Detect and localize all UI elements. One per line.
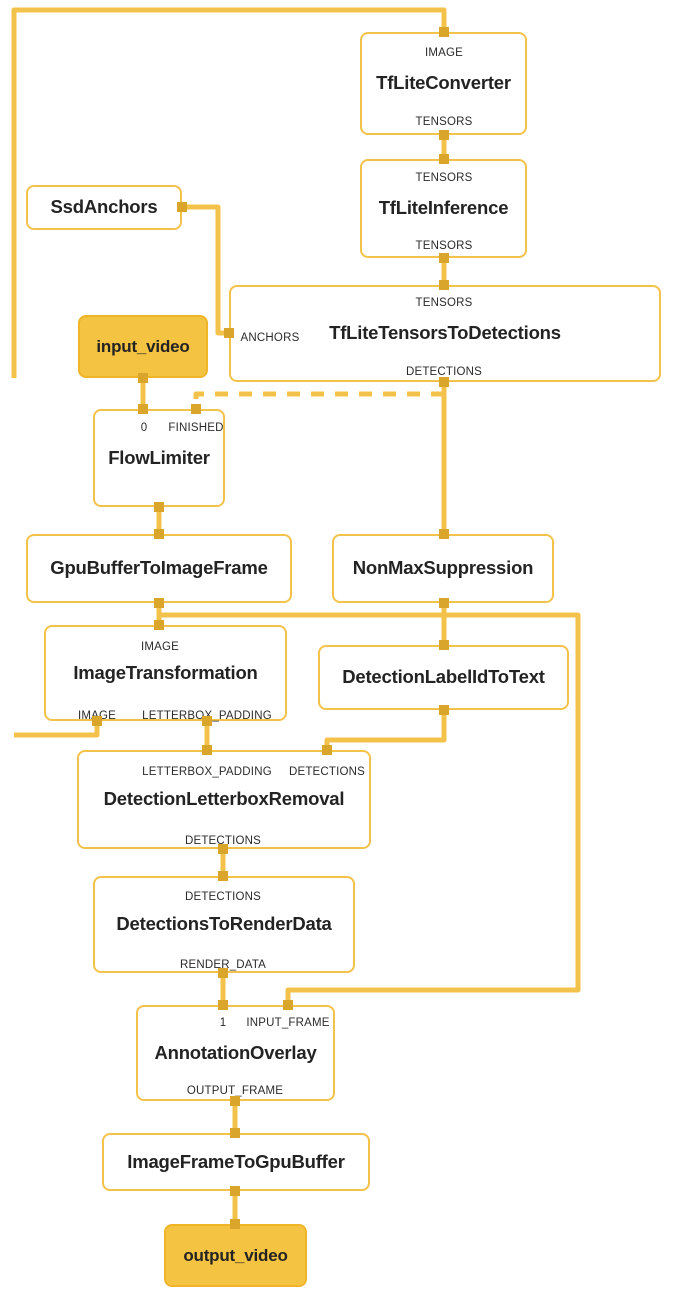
node-flow_limiter[interactable]: FlowLimiter (93, 409, 225, 507)
node-label: input_video (96, 337, 190, 356)
node-image_frame_to_gpu[interactable]: ImageFrameToGpuBuffer (102, 1133, 370, 1191)
port-pin[interactable] (230, 1219, 240, 1229)
port-label-tc-out-tensors: TENSORS (415, 116, 473, 128)
edge-ssd-anchors-to-anchors (182, 204, 229, 336)
node-label: FlowLimiter (108, 446, 210, 468)
port-pin[interactable] (230, 1186, 240, 1196)
edge-labelidtotext-to-removal-detections (324, 710, 447, 750)
node-annotation_overlay[interactable]: AnnotationOverlay (136, 1005, 335, 1101)
port-pin[interactable] (138, 404, 148, 414)
port-pin[interactable] (439, 280, 449, 290)
port-label-fl-in-0: 0 (140, 422, 148, 434)
node-label: ImageFrameToGpuBuffer (127, 1150, 345, 1172)
port-pin[interactable] (283, 1000, 293, 1010)
node-label: TfLiteInference (378, 197, 509, 219)
port-pin[interactable] (177, 202, 187, 212)
port-pin[interactable] (439, 529, 449, 539)
node-detection_label_to_text[interactable]: DetectionLabelIdToText (318, 645, 569, 710)
port-label-dtr-out-render: RENDER_DATA (179, 959, 267, 971)
node-label: AnnotationOverlay (154, 1041, 317, 1063)
port-pin[interactable] (191, 404, 201, 414)
node-label: output_video (183, 1246, 288, 1265)
port-label-ti-out-tensors: TENSORS (415, 240, 473, 252)
port-pin[interactable] (92, 716, 102, 726)
node-input_video[interactable]: input_video (78, 315, 208, 378)
port-label-ao-in-1: 1 (219, 1017, 227, 1029)
edge-imagetransformation-image-loop (14, 721, 100, 738)
port-label-dlr-in-det: DETECTIONS (288, 766, 366, 778)
node-label: ImageTransformation (73, 661, 258, 683)
port-pin[interactable] (154, 620, 164, 630)
node-det_to_render_data[interactable]: DetectionsToRenderData (93, 876, 355, 973)
port-pin[interactable] (154, 529, 164, 539)
port-label-ti-in-tensors: TENSORS (415, 172, 473, 184)
node-ssd_anchors[interactable]: SsdAnchors (26, 185, 182, 230)
port-pin[interactable] (224, 328, 234, 338)
edge-gpubuffer-to-annotationoverlay (159, 612, 581, 1005)
port-label-dlr-out-det: DETECTIONS (184, 835, 262, 847)
port-label-tt-out-det: DETECTIONS (405, 366, 483, 378)
port-pin[interactable] (218, 968, 228, 978)
node-image_transformation[interactable]: ImageTransformation (44, 625, 287, 721)
port-label-dtr-in-det: DETECTIONS (184, 891, 262, 903)
port-label-ao-in-frame: INPUT_FRAME (246, 1017, 330, 1029)
port-pin[interactable] (439, 130, 449, 140)
port-pin[interactable] (439, 705, 449, 715)
port-pin[interactable] (439, 27, 449, 37)
port-label-dlr-in-lbpad: LETTERBOX_PADDING (142, 766, 272, 778)
node-det_letterbox_removal[interactable]: DetectionLetterboxRemoval (77, 750, 371, 849)
port-label-tc-in-image: IMAGE (424, 47, 464, 59)
node-gpu_buffer_to_image[interactable]: GpuBufferToImageFrame (26, 534, 292, 603)
node-label: TfLiteConverter (376, 72, 511, 94)
port-pin[interactable] (218, 1000, 228, 1010)
port-pin[interactable] (439, 598, 449, 608)
port-pin[interactable] (439, 377, 449, 387)
port-pin[interactable] (218, 844, 228, 854)
port-pin[interactable] (218, 871, 228, 881)
port-pin[interactable] (322, 745, 332, 755)
edge-input-video-to-converter-image (11, 7, 447, 378)
node-label: DetectionLetterboxRemoval (103, 788, 345, 810)
port-pin[interactable] (138, 373, 148, 383)
port-label-tt-in-anchors: ANCHORS (240, 332, 300, 344)
port-label-fl-in-finished: FINISHED (168, 422, 224, 434)
port-label-it-in-image: IMAGE (140, 641, 180, 653)
node-output_video[interactable]: output_video (164, 1224, 307, 1287)
port-pin[interactable] (202, 716, 212, 726)
port-pin[interactable] (154, 598, 164, 608)
port-pin[interactable] (154, 502, 164, 512)
node-label: TfLiteTensorsToDetections (329, 322, 561, 344)
port-pin[interactable] (230, 1128, 240, 1138)
node-label: DetectionLabelIdToText (342, 666, 545, 688)
edge-detections-finished-feedback (193, 391, 444, 409)
port-label-ao-out-frame: OUTPUT_FRAME (186, 1085, 284, 1097)
node-label: GpuBufferToImageFrame (50, 557, 268, 579)
node-non_max_suppression[interactable]: NonMaxSuppression (332, 534, 554, 603)
node-label: DetectionsToRenderData (116, 913, 332, 935)
port-pin[interactable] (439, 154, 449, 164)
node-tflite_inference[interactable]: TfLiteInference (360, 159, 527, 258)
port-pin[interactable] (439, 253, 449, 263)
port-pin[interactable] (230, 1096, 240, 1106)
port-label-tt-in-tensors: TENSORS (415, 297, 473, 309)
node-label: NonMaxSuppression (352, 557, 534, 579)
node-label: SsdAnchors (50, 196, 158, 218)
port-pin[interactable] (439, 640, 449, 650)
port-pin[interactable] (202, 745, 212, 755)
